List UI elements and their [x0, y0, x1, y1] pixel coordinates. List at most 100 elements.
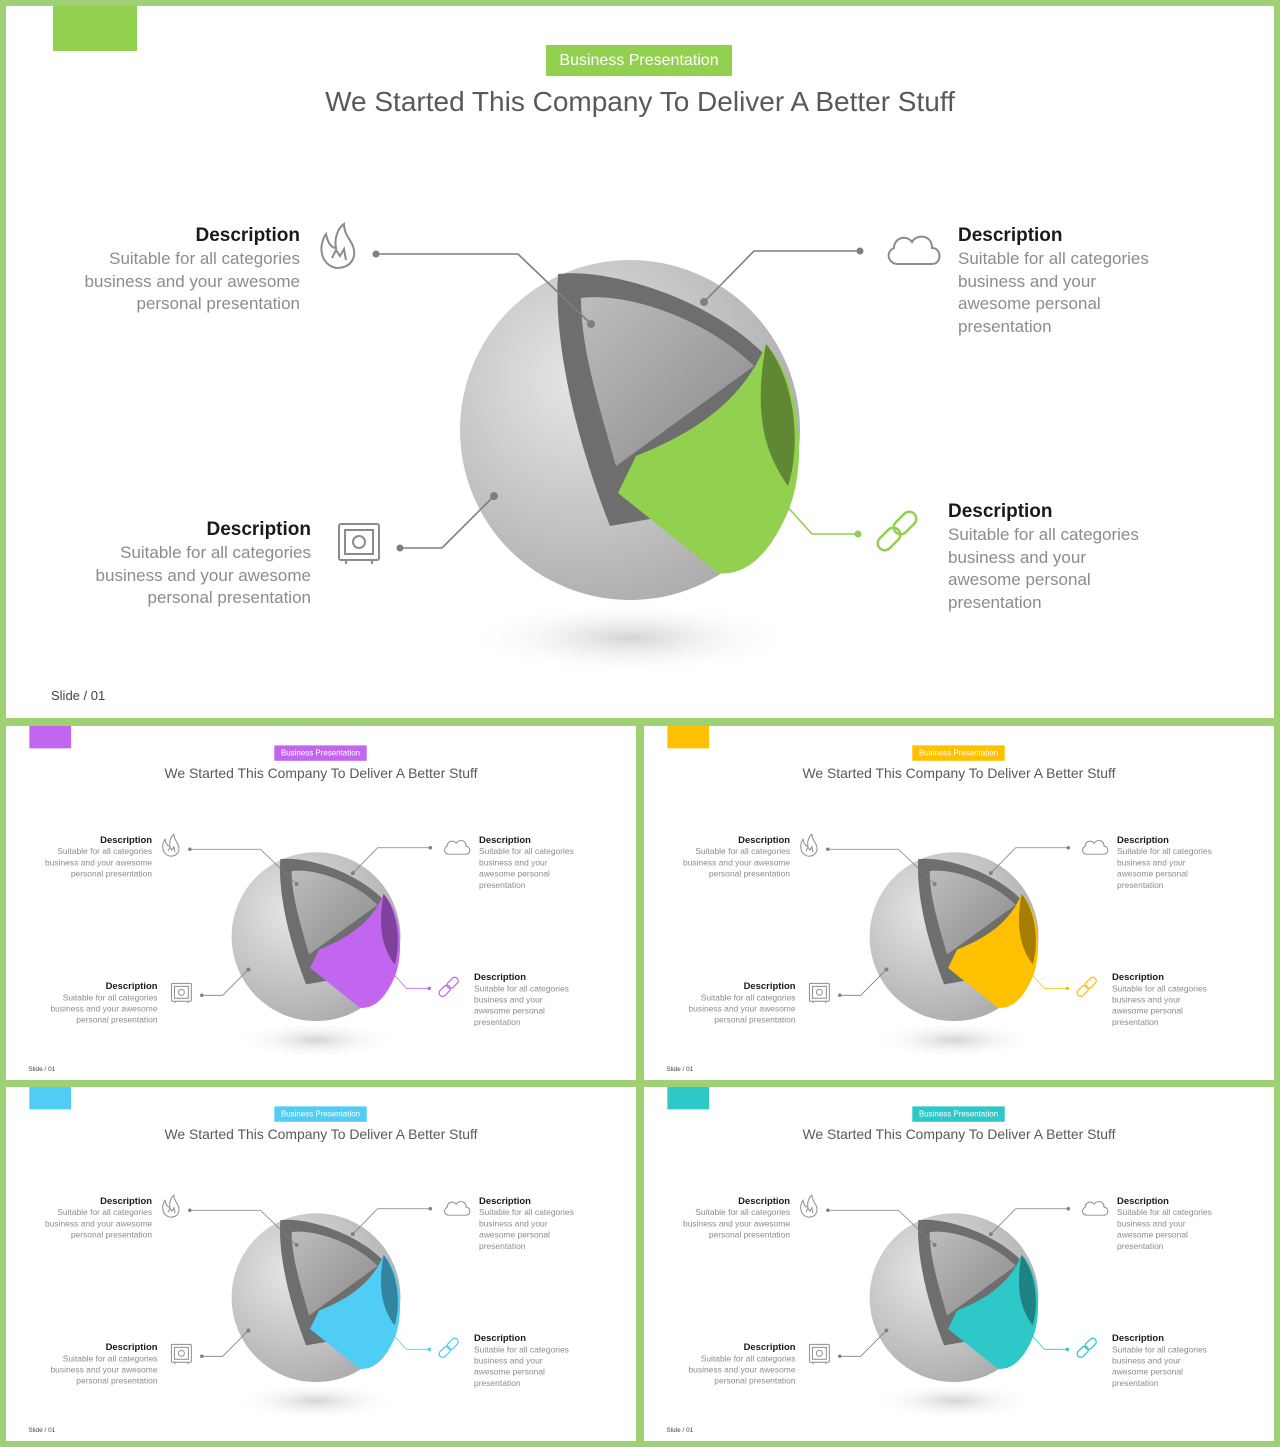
slide-thumbnail-blue[interactable]: Business Presentation We Started This Co… [6, 1087, 636, 1441]
description-block-bottom-right: Description Suitable for all categories … [1112, 1332, 1210, 1389]
description-heading: Description [105, 1341, 158, 1353]
description-text: Suitable for all categories business and… [474, 1344, 569, 1388]
description-heading: Description [474, 1332, 526, 1344]
leader-lines [827, 847, 1069, 996]
description-block-bottom-right: Description Suitable for all categories … [474, 1332, 572, 1389]
description-heading: Description [478, 834, 531, 846]
sphere-accent-shade [1018, 893, 1036, 965]
slide-number: Slide / 01 [666, 1064, 694, 1073]
sphere-diagram [162, 833, 471, 1059]
sphere-cut-inner [581, 297, 754, 466]
flame-icon [800, 1194, 818, 1218]
sphere-accent-shade [380, 893, 398, 965]
slide-number: Slide / 01 [666, 1425, 694, 1434]
link-icon [1076, 976, 1097, 998]
sphere-accent-segment [948, 1254, 1039, 1369]
slide-number: Slide / 01 [28, 1425, 56, 1434]
description-block-bottom-left: Description Suitable for all categories … [38, 980, 157, 1025]
slide-large[interactable]: Business Presentation We Started This Co… [6, 6, 1274, 718]
description-text: Suitable for all categories business and… [948, 525, 1139, 612]
sphere-accent-shade [380, 1254, 398, 1326]
description-heading: Description [743, 1341, 796, 1353]
leader-lines [827, 1208, 1069, 1357]
description-heading: Description [1112, 1332, 1164, 1344]
description-text: Suitable for all categories business and… [1116, 846, 1212, 890]
flame-icon [162, 833, 180, 857]
sphere-shadow [234, 1382, 399, 1420]
description-heading: Description [948, 501, 1053, 522]
slide-canvas: Business Presentation We Started This Co… [6, 6, 1274, 718]
safe-icon [170, 982, 192, 1004]
leader-lines [189, 847, 431, 996]
description-text: Suitable for all categories business and… [45, 1207, 153, 1240]
flame-icon [800, 833, 818, 857]
description-text: Suitable for all categories business and… [688, 1353, 796, 1386]
description-block-top-right: Description Suitable for all categories … [1117, 834, 1215, 891]
safe-icon [808, 982, 830, 1004]
safe-icon [170, 1343, 192, 1365]
sphere-accent-segment [310, 893, 401, 1008]
slide-canvas: Business Presentation We Started This Co… [6, 1087, 636, 1441]
description-text: Suitable for all categories business and… [1116, 1207, 1212, 1251]
sphere-cut-inner [291, 870, 378, 955]
sphere-accent-shade [760, 344, 795, 486]
sphere-cut-inner [929, 1231, 1016, 1316]
sphere-diagram [162, 1194, 471, 1420]
slide-title: We Started This Company To Deliver A Bet… [802, 765, 1116, 782]
sphere-diagram [800, 1194, 1109, 1420]
description-block-bottom-right: Description Suitable for all categories … [948, 500, 1146, 614]
description-text: Suitable for all categories business and… [50, 992, 158, 1025]
slide-title: We Started This Company To Deliver A Bet… [164, 1126, 478, 1143]
description-block-top-right: Description Suitable for all categories … [479, 834, 577, 891]
presentation-badge: Business Presentation [912, 1106, 1005, 1122]
slide-number: Slide / 01 [28, 1064, 56, 1073]
leader-dots [188, 845, 433, 998]
slide-title: We Started This Company To Deliver A Bet… [325, 86, 955, 117]
accent-corner-block [667, 1087, 710, 1110]
cloud-icon [1082, 840, 1109, 855]
slide-thumbnail-purple[interactable]: Business Presentation We Started This Co… [6, 726, 636, 1080]
description-heading: Description [743, 980, 796, 992]
leader-lines [189, 1208, 431, 1357]
flame-icon [320, 222, 356, 270]
slide-thumbnail-teal[interactable]: Business Presentation We Started This Co… [644, 1087, 1274, 1441]
description-heading: Description [738, 834, 791, 846]
description-block-top-right: Description Suitable for all categories … [958, 224, 1156, 338]
description-heading: Description [478, 1195, 531, 1207]
description-text: Suitable for all categories business and… [478, 846, 574, 890]
slide-canvas: Business Presentation We Started This Co… [644, 1087, 1274, 1441]
leader-dots [826, 845, 1071, 998]
sphere-accent-segment [618, 344, 800, 574]
slide-title: We Started This Company To Deliver A Bet… [164, 765, 478, 782]
link-icon [876, 510, 918, 552]
description-heading: Description [1116, 1195, 1169, 1207]
description-heading: Description [100, 1195, 153, 1207]
description-text: Suitable for all categories business and… [84, 249, 300, 313]
slide-canvas: Business Presentation We Started This Co… [644, 726, 1274, 1080]
slide-thumbnail-yellow[interactable]: Business Presentation We Started This Co… [644, 726, 1274, 1080]
description-heading: Description [958, 225, 1063, 246]
leader-dots [372, 247, 864, 552]
sphere-shadow [234, 1021, 399, 1059]
description-text: Suitable for all categories business and… [683, 846, 791, 879]
leader-dots [188, 1206, 433, 1359]
link-icon [1076, 1337, 1097, 1359]
accent-corner-block [667, 726, 710, 749]
description-heading: Description [195, 225, 300, 246]
presentation-badge: Business Presentation [912, 745, 1005, 761]
presentation-badge: Business Presentation [274, 1106, 367, 1122]
description-text: Suitable for all categories business and… [688, 992, 796, 1025]
sphere-cut-inner [291, 1231, 378, 1316]
description-block-bottom-right: Description Suitable for all categories … [474, 971, 572, 1028]
slide-title: We Started This Company To Deliver A Bet… [802, 1126, 1116, 1143]
leader-lines [376, 250, 860, 549]
description-block-top-left: Description Suitable for all categories … [33, 834, 152, 879]
description-text: Suitable for all categories business and… [50, 1353, 158, 1386]
sphere-cut-inner [929, 870, 1016, 955]
description-block-bottom-left: Description Suitable for all categories … [71, 518, 311, 610]
cloud-icon [1082, 1201, 1109, 1216]
description-block-bottom-left: Description Suitable for all categories … [38, 1341, 157, 1386]
description-block-bottom-right: Description Suitable for all categories … [1112, 971, 1210, 1028]
description-block-top-right: Description Suitable for all categories … [479, 1195, 577, 1252]
description-heading: Description [1112, 971, 1164, 983]
